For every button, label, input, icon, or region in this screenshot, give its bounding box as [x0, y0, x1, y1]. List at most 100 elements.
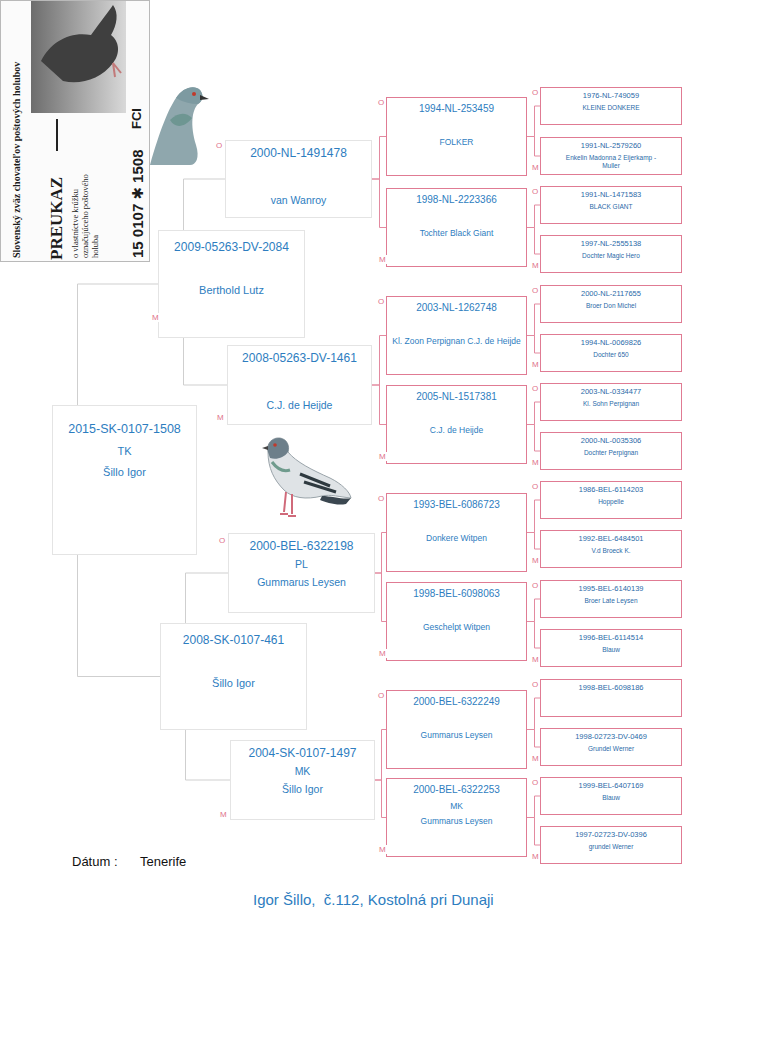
pedigree-box: 1991-NL-1471583BLACK GIANT [540, 186, 682, 224]
ring-number: 2008-05263-DV-1461 [242, 351, 357, 365]
pedigree-connector [372, 137, 386, 180]
ring-number: 2000-NL-0035306 [581, 436, 641, 445]
ring-number: 1992-BEL-6484501 [578, 534, 643, 543]
pigeon-name: Blauw [602, 646, 620, 654]
pedigree-box: 1997-02723-DV-0396 grundel Werner [540, 826, 682, 864]
pigeon-name: Dochter Magic Hero [582, 252, 640, 260]
ring-number: 2005-NL-1517381 [416, 391, 497, 403]
pedigree-box: 1998-NL-2223366Tochter Black Giant [386, 188, 527, 267]
ring-number: 1996-BEL-6114514 [579, 633, 644, 642]
pedigree-connector [375, 573, 386, 622]
pedigree-box: 1994-NL-0069826Dochter 650 [540, 334, 682, 372]
card-text: FCI [130, 108, 145, 129]
parent-marker: M [531, 754, 540, 763]
pedigree-connector [527, 304, 540, 336]
parent-marker: M [531, 556, 540, 565]
pigeon-name: Gummarus Leysen [421, 816, 493, 826]
pedigree-connector [372, 336, 386, 386]
pedigree-connector [372, 385, 386, 425]
pedigree-box: 1998-BEL-6098063Geschelpt Witpen [386, 582, 527, 661]
pedigree-connector [527, 106, 540, 137]
pedigree-connector [527, 336, 540, 354]
pedigree-connector [78, 284, 159, 405]
pigeon-name: KLEINE DONKERE [582, 104, 639, 112]
pedigree-box: 1997-NL-2555138Dochter Magic Hero [540, 235, 682, 273]
parent-marker: O [531, 778, 539, 787]
pedigree-connector [527, 818, 540, 846]
footer-text: Tenerife [140, 854, 186, 869]
pedigree-box: 1992-BEL-6484501V.d Broeck K. [540, 530, 682, 568]
ring-number: 2000-BEL-6322198 [249, 539, 353, 553]
pedigree-connector [527, 622, 540, 649]
pedigree-box: 2008-05263-DV-1461C.J. de Heijde [227, 345, 372, 425]
card-text-frame: Slovenský zväz chovateľov poštových holu… [1, 1, 150, 262]
ring-number: 1991-NL-2579260 [581, 141, 641, 150]
pedigree-connector [184, 179, 226, 230]
pedigree-connector [527, 205, 540, 228]
pigeon-name: Geschelpt Witpen [423, 622, 490, 632]
ring-number: 1993-BEL-6086723 [413, 499, 500, 511]
pedigree-connector [527, 796, 540, 818]
parent-marker: O [531, 286, 539, 295]
parent-marker: O [377, 98, 385, 107]
pigeon-name: Gummarus Leysen [257, 576, 346, 589]
parent-marker: O [377, 494, 385, 503]
ring-number: 2004-SK-0107-1497 [248, 746, 356, 760]
ring-number: 2009-05263-DV-2084 [174, 240, 289, 254]
pedigree-box: 1993-BEL-6086723Donkere Witpen [386, 493, 527, 572]
pedigree-box: 2005-NL-1517381C.J. de Heijde [386, 385, 527, 464]
parent-marker: O [218, 536, 226, 545]
pigeon-name: Tochter Black Giant [420, 228, 494, 238]
pedigree-box: 2003-NL-0334477Kl. Sohn Perpignan [540, 383, 682, 421]
pigeon-name: Hoppelle [598, 498, 624, 506]
pedigree-connector [527, 425, 540, 452]
pedigree-box: 1995-BEL-6140139Broer Late Leysen [540, 580, 682, 618]
ring-number: 1976-NL-749059 [583, 91, 639, 100]
ring-number: 1998-NL-2223366 [416, 194, 497, 206]
ring-number: 1995-BEL-6140139 [578, 584, 643, 593]
pedigree-box: 2000-BEL-6322253MKGummarus Leysen [386, 778, 527, 857]
ring-number: 2008-SK-0107-461 [183, 633, 284, 647]
pedigree-connector [527, 228, 540, 255]
parent-marker: M [531, 458, 540, 467]
pigeon-name: FOLKER [439, 137, 473, 147]
pigeon-name: V.d Broeck K. [591, 547, 630, 555]
pigeon-name: Šillo Igor [103, 466, 146, 479]
parent-marker: O [377, 691, 385, 700]
pigeon-name: C.J. de Heijde [267, 399, 333, 412]
pigeon-name: PL [295, 558, 308, 571]
pedigree-connector [184, 338, 228, 385]
pigeon-name: BLACK GIANT [590, 203, 633, 211]
pigeon-name: Dochter Perpignan [584, 449, 638, 457]
pedigree-box: 2008-SK-0107-461Šillo Igor [160, 623, 307, 730]
ring-number: 1997-02723-DV-0396 [575, 830, 647, 839]
ring-card: Slovenský zväz chovateľov poštových holu… [0, 0, 150, 262]
parent-marker: M [531, 360, 540, 369]
pedigree-connector [527, 698, 540, 730]
pedigree-box: 2000-NL-0035306Dochter Perpignan [540, 432, 682, 470]
pigeon-name: C.J. de Heijde [430, 425, 483, 435]
card-text: 15 0107 ✱ 1508 [129, 150, 146, 259]
pigeon-name: MK [295, 765, 311, 778]
parent-marker: M [216, 413, 225, 422]
pigeon-name: TK [117, 445, 131, 458]
pigeon-picture [262, 438, 351, 516]
ring-number: 1999-BEL-6407169 [578, 781, 643, 790]
parent-marker: O [531, 581, 539, 590]
ring-number: 1991-NL-1471583 [581, 190, 641, 199]
ring-number: 2000-BEL-6322253 [413, 784, 500, 796]
pedigree-box: 1998-02723-DV-0469Grundel Werner [540, 728, 682, 766]
pigeon-name: Kl. Zoon Perpignan C.J. de Heijde [392, 336, 521, 346]
pedigree-box: 2000-BEL-6322198PL Gummarus Leysen [228, 533, 375, 613]
ring-number: 1998-BEL-6098063 [413, 588, 500, 600]
pedigree-box: 2000-BEL-6322249Gummarus Leysen [386, 690, 527, 769]
pedigree-connector [527, 137, 540, 157]
pedigree-box: 1996-BEL-6114514Blauw [540, 629, 682, 667]
parent-marker: M [378, 255, 387, 264]
pigeon-name: grundel Werner [589, 843, 634, 851]
pedigree-box: 1998-BEL-6098186 [540, 679, 682, 717]
parent-marker: M [378, 649, 387, 658]
pigeon-name: Grundel Werner [588, 745, 634, 753]
pigeon-name: Gummarus Leysen [421, 730, 493, 740]
